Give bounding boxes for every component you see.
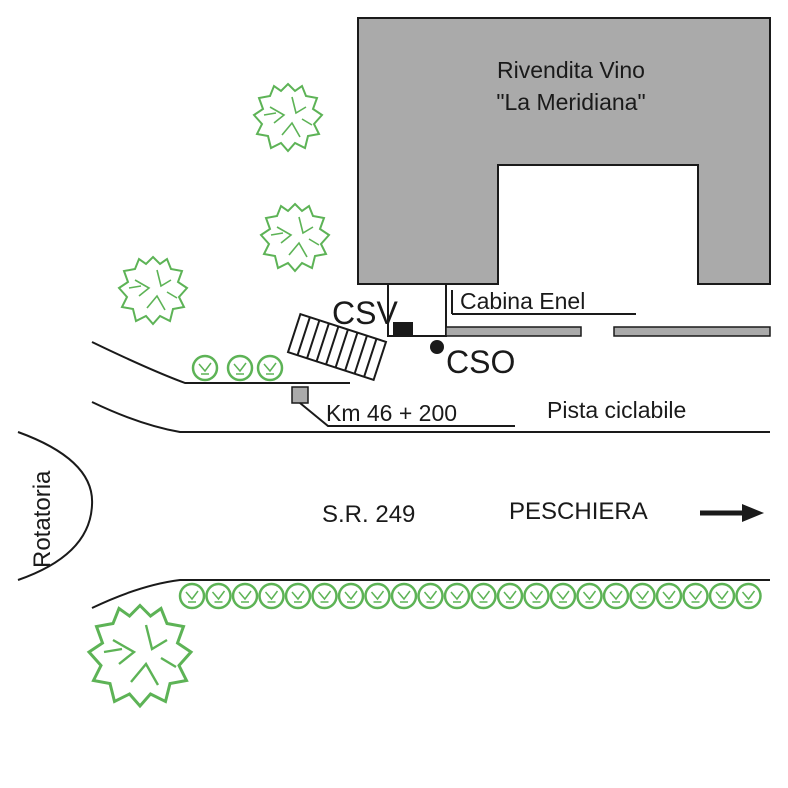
km-label: Km 46 + 200: [326, 400, 457, 426]
roundabout-label: Rotatoria: [29, 470, 56, 568]
hedge-shrub-icon: [284, 582, 312, 610]
hedge-shrub-icon: [496, 582, 524, 610]
hedge-shrub-icon: [549, 582, 577, 610]
hedge-row: [178, 582, 762, 610]
csv-marker: [393, 322, 413, 335]
roundabout: Rotatoria: [17, 431, 94, 581]
csv-label: CSV: [332, 295, 398, 331]
building-name-line2: "La Meridiana": [496, 89, 645, 115]
hedge-shrub-icon: [682, 582, 709, 610]
hedge-shrub-icon: [205, 582, 232, 610]
hedge-shrub-icon: [311, 582, 338, 610]
hedge-shrub-icon: [417, 582, 444, 610]
direction-label: PESCHIERA: [509, 498, 648, 525]
hedge-shrub-icon: [523, 582, 550, 610]
tree-icon: [87, 604, 193, 708]
stairs: [286, 312, 388, 382]
tree-icon: [253, 83, 323, 152]
shrub-icon: [191, 354, 219, 382]
hedge-shrub-icon: [178, 582, 206, 610]
shrub-icon: [256, 354, 284, 382]
enel-cabin-label: Cabina Enel: [460, 288, 585, 314]
hedge-shrub-icon: [655, 582, 683, 610]
hedge-shrub-icon: [390, 582, 418, 610]
bike-path-label: Pista ciclabile: [547, 397, 686, 423]
km-marker: Km 46 + 200: [291, 386, 515, 427]
fence: [445, 326, 771, 337]
hedge-shrub-icon: [337, 582, 365, 610]
road-lines: [91, 341, 770, 609]
shrub-icon: [226, 354, 254, 382]
hedge-shrub-icon: [576, 582, 603, 610]
tree-icon: [260, 203, 330, 272]
hedge-shrub-icon: [231, 582, 259, 610]
hedge-shrub-icon: [470, 582, 497, 610]
building: Rivendita Vino "La Meridiana": [357, 17, 771, 285]
hedge-shrub-icon: [443, 582, 471, 610]
road-label: S.R. 249: [322, 501, 415, 528]
hedge-shrub-icon: [602, 582, 630, 610]
shrubs: [191, 354, 284, 382]
cso-marker: [430, 340, 444, 354]
building-name-line1: Rivendita Vino: [497, 57, 645, 83]
enel-cabin: Cabina Enel: [387, 283, 636, 337]
tree-icon: [118, 256, 188, 325]
arrow-right-icon: [700, 504, 764, 522]
hedge-shrub-icon: [708, 582, 736, 610]
hedge-shrub-icon: [258, 582, 285, 610]
cso-label: CSO: [446, 344, 515, 380]
hedge-shrub-icon: [735, 582, 762, 610]
hedge-shrub-icon: [364, 582, 391, 610]
hedge-shrub-icon: [629, 582, 656, 610]
